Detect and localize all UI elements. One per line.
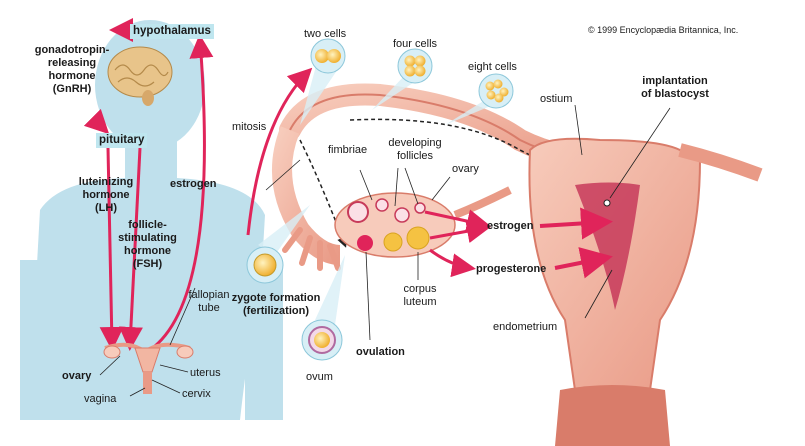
gnrh-line-2: releasing [47,57,97,69]
implantation-label: implantation of blastocyst [625,75,725,101]
uterus-illustration [528,137,763,446]
two-cells-label: two cells [304,28,347,40]
ovary-left-label: ovary [62,370,92,382]
brain-icon [107,46,173,106]
fallopian-tube-label: fallopian tube [183,289,235,315]
endometrium-label: endometrium [493,321,558,333]
corpus-luteum-label: corpus luteum [400,283,440,309]
ovary-center-label: ovary [452,163,479,175]
lh-label: luteinizing hormone (LH) [60,176,152,215]
developing-line-1: developing [388,137,442,149]
corpus-line-1: corpus [403,283,437,295]
lh-line-1: luteinizing [78,176,134,188]
developing-follicles-label: developing follicles [380,137,450,163]
estrogen-left-label: estrogen [170,178,217,190]
lh-line-2: hormone [82,189,130,201]
zygote-line-2: (fertilization) [243,305,309,317]
implantation-line-1: implantation [642,75,708,87]
developing-line-2: follicles [396,150,434,162]
ovum-label: ovum [306,371,333,383]
fsh-line-1: follicle- [128,219,167,231]
hypothalamus-label: hypothalamus [130,24,214,39]
fimbriae-label: fimbriae [328,144,368,156]
fsh-label: follicle- stimulating hormone (FSH) [100,219,195,271]
mitosis-label: mitosis [232,121,267,133]
fsh-line-4: (FSH) [132,258,163,270]
hormone-and-cell-arrows [246,67,613,279]
fsh-line-2: stimulating [118,232,177,244]
body-silhouette [20,20,283,420]
corpus-line-2: luteum [403,296,437,308]
implantation-line-2: of blastocyst [641,88,709,100]
eight-cells-label: eight cells [468,61,517,73]
ovary-illustration [334,186,512,258]
left-hormone-arrows [83,18,214,352]
cell-bubbles [246,38,514,361]
ovulation-label: ovulation [356,346,405,358]
fallopian-line-2: tube [198,302,220,314]
uterus-left-label: uterus [190,367,221,379]
gnrh-line-1: gonadotropin- [34,44,110,56]
lh-line-3: (LH) [95,202,117,214]
vagina-label: vagina [84,393,117,405]
cervix-label: cervix [182,388,211,400]
fsh-line-3: hormone [123,245,172,257]
estrogen-center-label: estrogen [487,220,534,232]
zygote-line-1: zygote formation [231,292,321,304]
ostium-label: ostium [540,93,573,105]
copyright-notice: © 1999 Encyclopædia Britannica, Inc. [588,25,739,35]
gnrh-line-4: (GnRH) [52,83,92,95]
pituitary-label: pituitary [96,133,148,148]
leader-lines [99,104,671,397]
four-cells-label: four cells [393,38,438,50]
progesterone-label: progesterone [476,263,547,275]
fallopian-line-1: fallopian [188,289,230,301]
gnrh-label: gonadotropin- releasing hormone (GnRH) [22,44,122,96]
gnrh-line-3: hormone [48,70,96,82]
small-reproductive-organs [103,342,194,394]
zygote-formation-label: zygote formation (fertilization) [226,292,326,318]
